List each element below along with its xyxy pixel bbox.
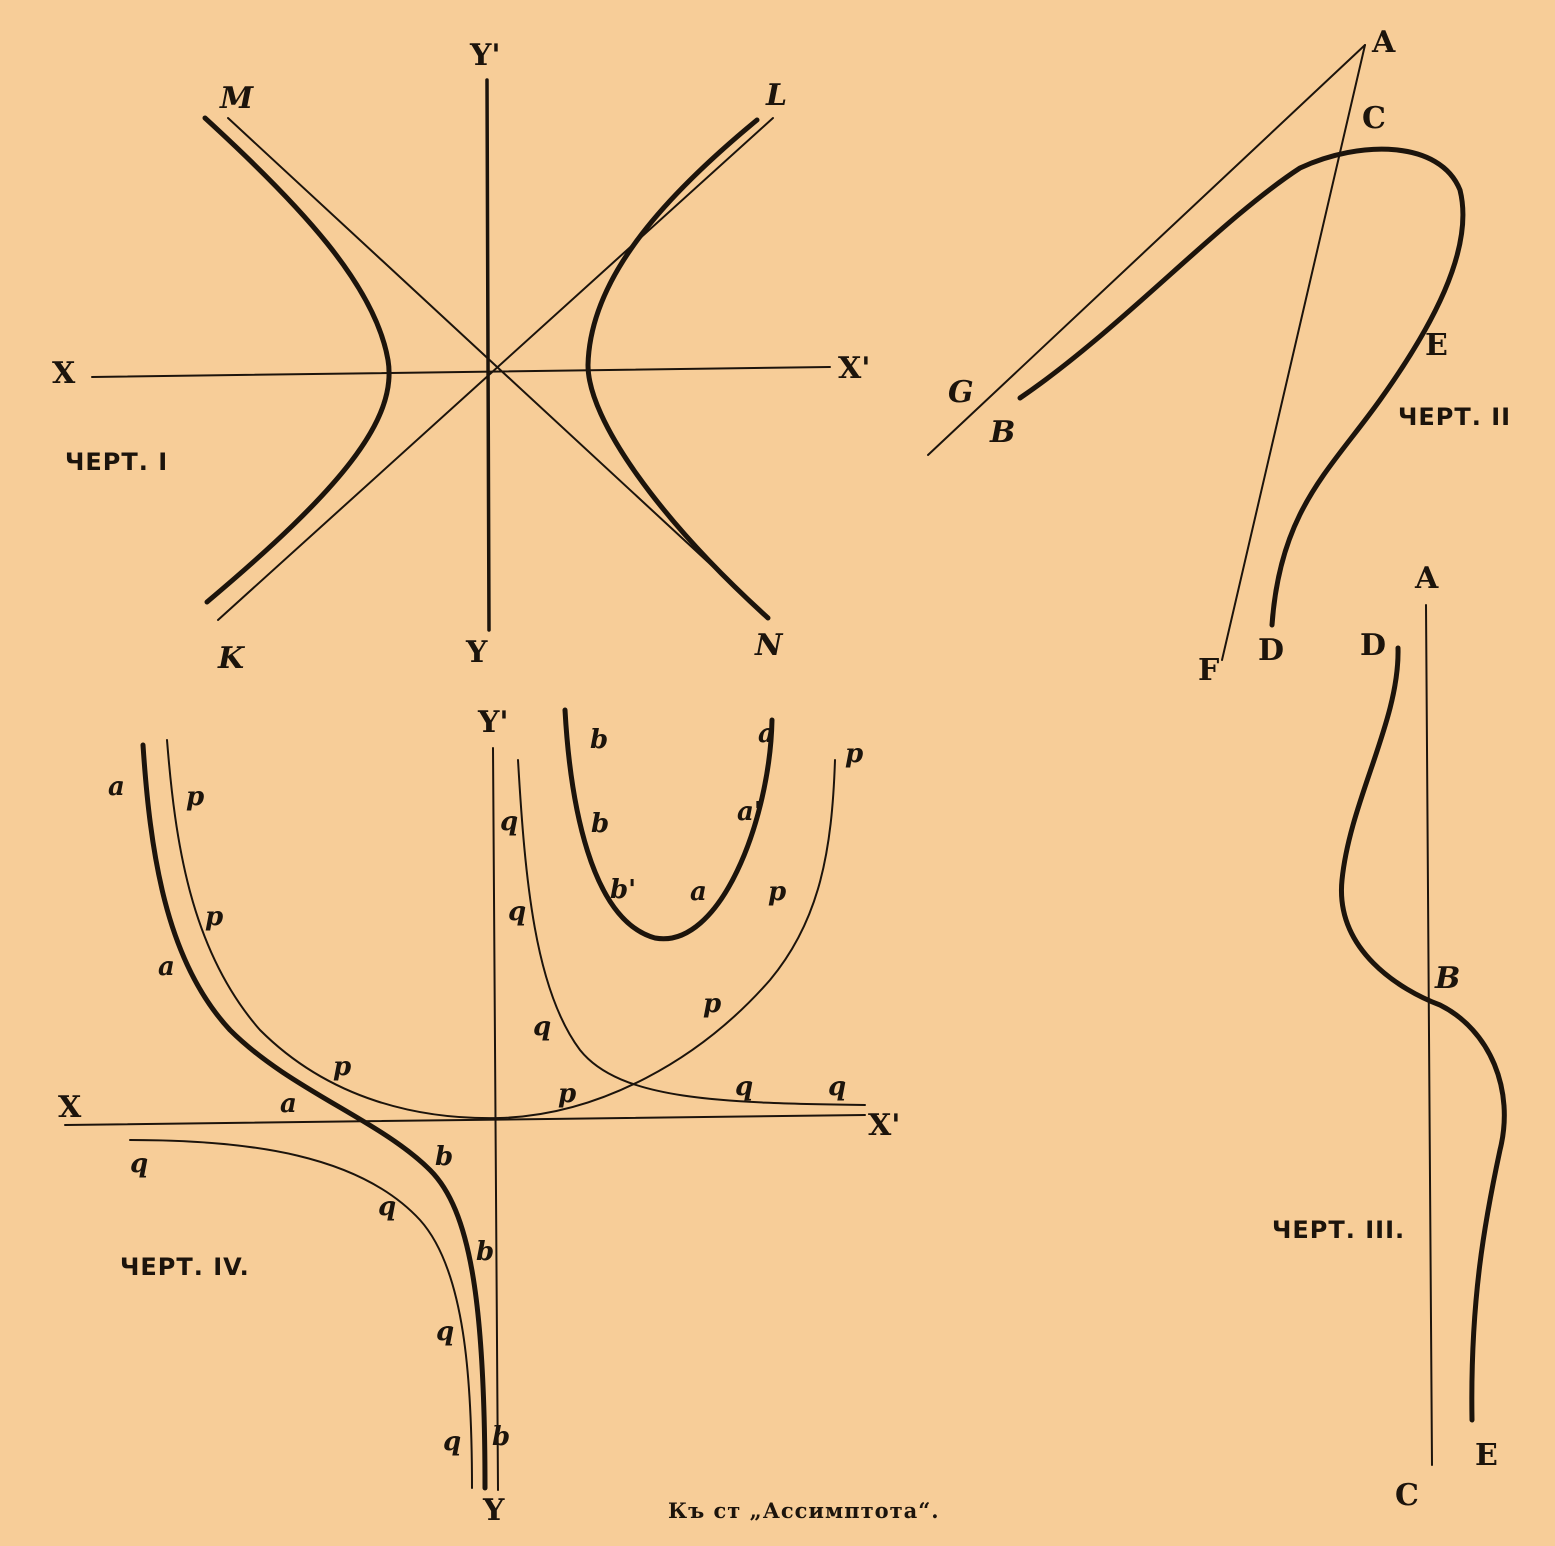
fig4-label-q4: q <box>443 1427 461 1457</box>
fig4-label-b2: b <box>476 1237 494 1267</box>
fig3-label-c: C <box>1395 1478 1419 1513</box>
fig4-label-q7: q <box>533 1012 551 1042</box>
fig4-curve-q-lower <box>129 1139 473 1489</box>
fig4-label-xprime: X' <box>868 1108 900 1143</box>
figure-2: A C E G B F D ЧЕРТ. II <box>927 25 1511 688</box>
fig4-label-a5: a' <box>737 797 762 827</box>
fig4-label-b3: b <box>492 1422 510 1452</box>
fig4-label-q5: q <box>500 807 518 837</box>
fig1-hyperbola-left-branch <box>202 115 392 605</box>
fig1-label-k: K <box>217 641 246 676</box>
fig4-curve-q-upper <box>517 759 866 1106</box>
fig4-label-a3: a <box>280 1089 297 1119</box>
fig4-label-p7: p <box>768 877 786 907</box>
fig1-asymptote-2 <box>217 117 774 621</box>
fig2-label-f: F <box>1198 653 1219 688</box>
fig2-curve-bd <box>1017 146 1466 628</box>
fig1-asymptote-ml-kn-1 <box>227 117 763 613</box>
fig2-label-g: G <box>948 375 974 410</box>
fig4-curve-a-b <box>140 742 488 1491</box>
fig4-label-p1: p <box>186 782 204 812</box>
fig1-label-y: Y <box>465 635 488 670</box>
fig3-label-b: B <box>1434 961 1460 996</box>
fig4-axis-x <box>64 1114 866 1126</box>
fig1-axis-y <box>485 78 491 632</box>
figure-1: Y' Y X X' M L K N ЧЕРТ. I <box>52 38 870 676</box>
fig1-label-m: M <box>219 81 254 116</box>
fig1-label-l: L <box>765 78 787 113</box>
fig1-caption: ЧЕРТ. I <box>65 448 168 476</box>
fig2-label-e: E <box>1425 328 1448 363</box>
fig2-line-ag <box>927 44 1366 456</box>
fig1-label-yprime: Y' <box>469 38 501 73</box>
fig4-label-q1: q <box>130 1149 148 1179</box>
fig4-label-p5: p <box>558 1079 576 1109</box>
fig4-curve-b-a-upper <box>562 707 775 942</box>
fig2-label-a: A <box>1371 25 1396 60</box>
fig1-label-x: X <box>52 356 76 391</box>
fig4-label-q8: q <box>735 1072 753 1102</box>
fig4-label-p4: p <box>703 989 721 1019</box>
fig4-caption: ЧЕРТ. IV. <box>120 1253 250 1281</box>
fig2-label-b: B <box>989 415 1015 450</box>
fig2-line-af <box>1221 44 1366 661</box>
fig3-curve-de <box>1339 645 1507 1423</box>
fig4-label-q2: q <box>378 1192 396 1222</box>
fig4-label-a4: a <box>690 877 707 907</box>
fig4-label-p3: p <box>333 1052 351 1082</box>
fig1-hyperbola-right-branch <box>585 117 771 621</box>
fig4-label-y: Y <box>482 1493 505 1528</box>
fig4-label-p6: p <box>845 739 863 769</box>
fig4-label-q3: q <box>436 1317 454 1347</box>
fig2-label-c: C <box>1362 101 1386 136</box>
fig4-label-b4: b <box>590 725 608 755</box>
fig4-label-a1: a <box>108 772 125 802</box>
fig4-label-yprime: Y' <box>477 705 509 740</box>
fig4-label-q9: q <box>828 1072 846 1102</box>
fig1-label-n: N <box>754 628 784 663</box>
fig4-label-x: X <box>58 1090 82 1125</box>
fig4-label-b1: b <box>435 1142 453 1172</box>
fig4-label-b6: b' <box>610 875 636 905</box>
fig4-label-b5: b <box>591 809 609 839</box>
fig4-label-a6: a <box>758 719 775 749</box>
fig3-line-ac <box>1425 604 1433 1466</box>
figure-3: A D B E C ЧЕРТ. III. <box>1272 561 1507 1513</box>
fig1-axis-x <box>91 366 831 378</box>
fig4-label-p2: p <box>205 902 223 932</box>
fig4-label-q6: q <box>508 897 526 927</box>
plate-footer-caption: Къ ст „Ассимптота“. <box>668 1498 940 1523</box>
fig3-label-d: D <box>1360 628 1386 663</box>
fig2-label-d: D <box>1258 633 1284 668</box>
fig3-label-a: A <box>1414 561 1439 596</box>
fig2-caption: ЧЕРТ. II <box>1398 403 1511 431</box>
fig3-label-e: E <box>1475 1438 1498 1473</box>
fig3-caption: ЧЕРТ. III. <box>1272 1216 1405 1244</box>
fig4-curve-p <box>166 739 836 1120</box>
fig1-label-xprime: X' <box>838 351 870 386</box>
figure-4: Y' Y X X' a p p a p a b q q b q q b q q … <box>58 705 900 1528</box>
fig4-label-a2: a <box>158 952 175 982</box>
